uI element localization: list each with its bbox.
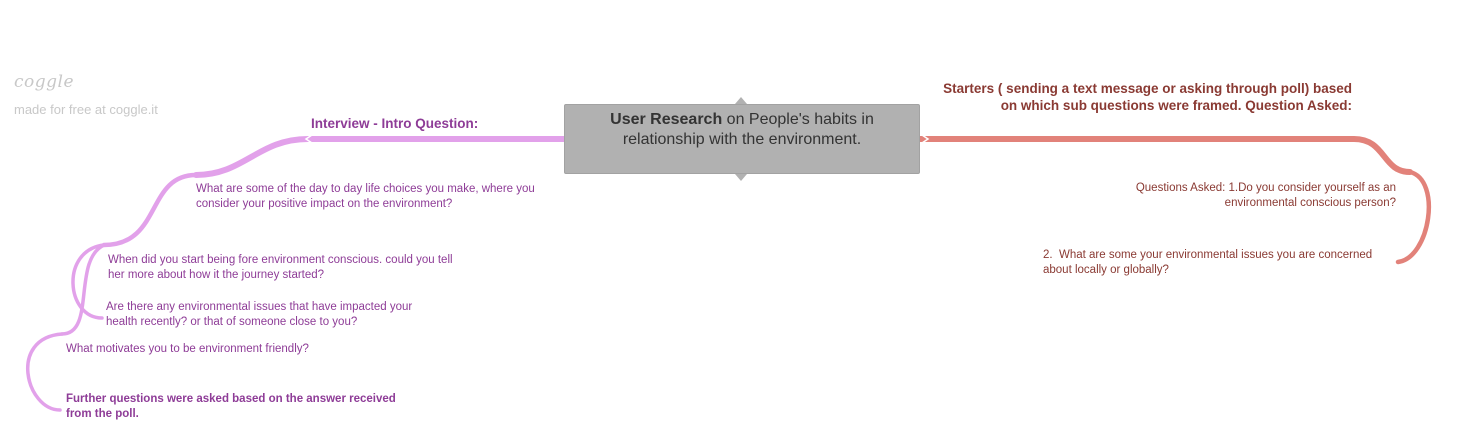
right-branch-connector (917, 136, 1413, 175)
central-node-title-bold: User Research (610, 111, 723, 128)
left-child-3[interactable]: Are there any environmental issues that … (106, 301, 413, 328)
left-connector-child-5 (25, 332, 64, 412)
central-node[interactable]: User Research on People's habits in rela… (564, 104, 920, 174)
coggle-logo[interactable]: coggle (14, 72, 75, 92)
left-branch-arrow-icon (304, 134, 313, 144)
left-branch-title[interactable]: Interview - Intro Question: (311, 116, 479, 131)
right-child-1[interactable]: Questions Asked: 1.Do you consider yours… (1135, 182, 1396, 209)
expand-down-icon[interactable] (735, 174, 747, 181)
left-connector-child-3 (71, 243, 106, 320)
right-child-2[interactable]: 2. What are some your environmental issu… (1043, 249, 1376, 276)
left-connector-child-2 (101, 172, 199, 248)
left-child-1[interactable]: What are some of the day to day life cho… (196, 183, 535, 210)
expand-up-icon[interactable] (735, 97, 747, 104)
left-child-4[interactable]: What motivates you to be environment fri… (66, 343, 309, 355)
left-child-5[interactable]: Further questions were asked based on th… (66, 393, 396, 420)
left-branch-connector (193, 136, 567, 178)
left-child-2[interactable]: When did you start being fore environmen… (108, 254, 453, 281)
right-branch-arrow-icon (921, 134, 930, 144)
left-connector-child-4 (60, 243, 106, 336)
right-branch-title[interactable]: Starters ( sending a text message or ask… (943, 81, 1352, 113)
central-node-title-rest: on People's habits in relationship with … (622, 111, 874, 148)
right-connector-child-2 (1395, 169, 1432, 265)
coggle-tagline: made for free at coggle.it (14, 102, 158, 117)
